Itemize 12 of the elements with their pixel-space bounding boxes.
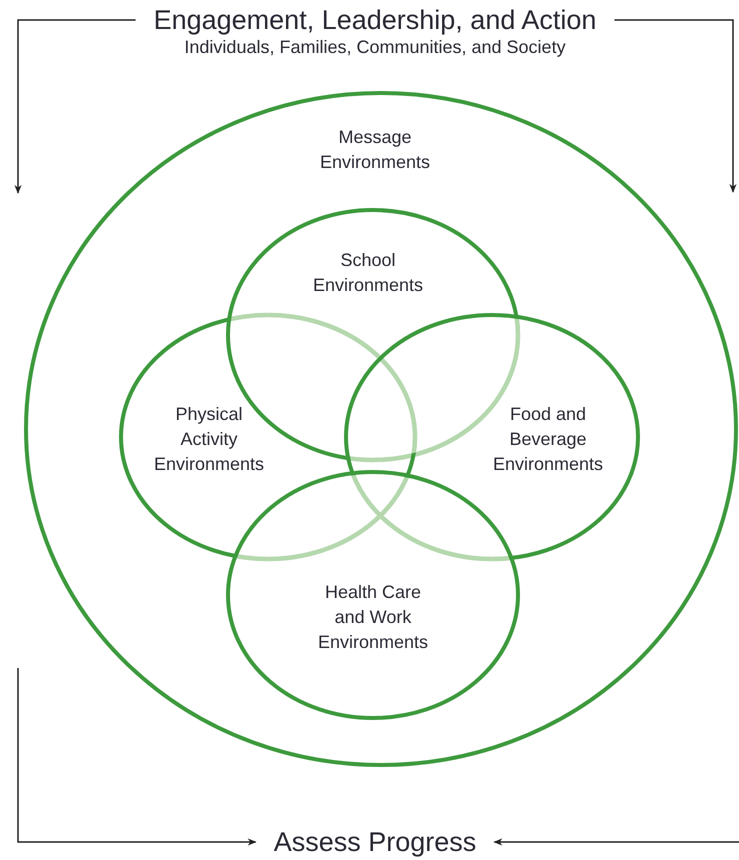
subheading: Individuals, Families, Communities, and Society [183,36,567,58]
environment-label: Health Care and Work Environments [316,581,430,654]
arrow [17,668,257,846]
heading: Engagement, Leadership, and Action [154,4,596,36]
environment-label: School Environments [312,249,424,297]
arrow [14,19,136,194]
environment-label: Physical Activity Environments [152,403,266,476]
heading: Assess Progress [274,826,476,858]
environment-label: Message Environments [318,126,432,174]
arrow [614,19,737,193]
environment-label: Food and Beverage Environments [492,403,604,476]
arrow [493,838,739,846]
